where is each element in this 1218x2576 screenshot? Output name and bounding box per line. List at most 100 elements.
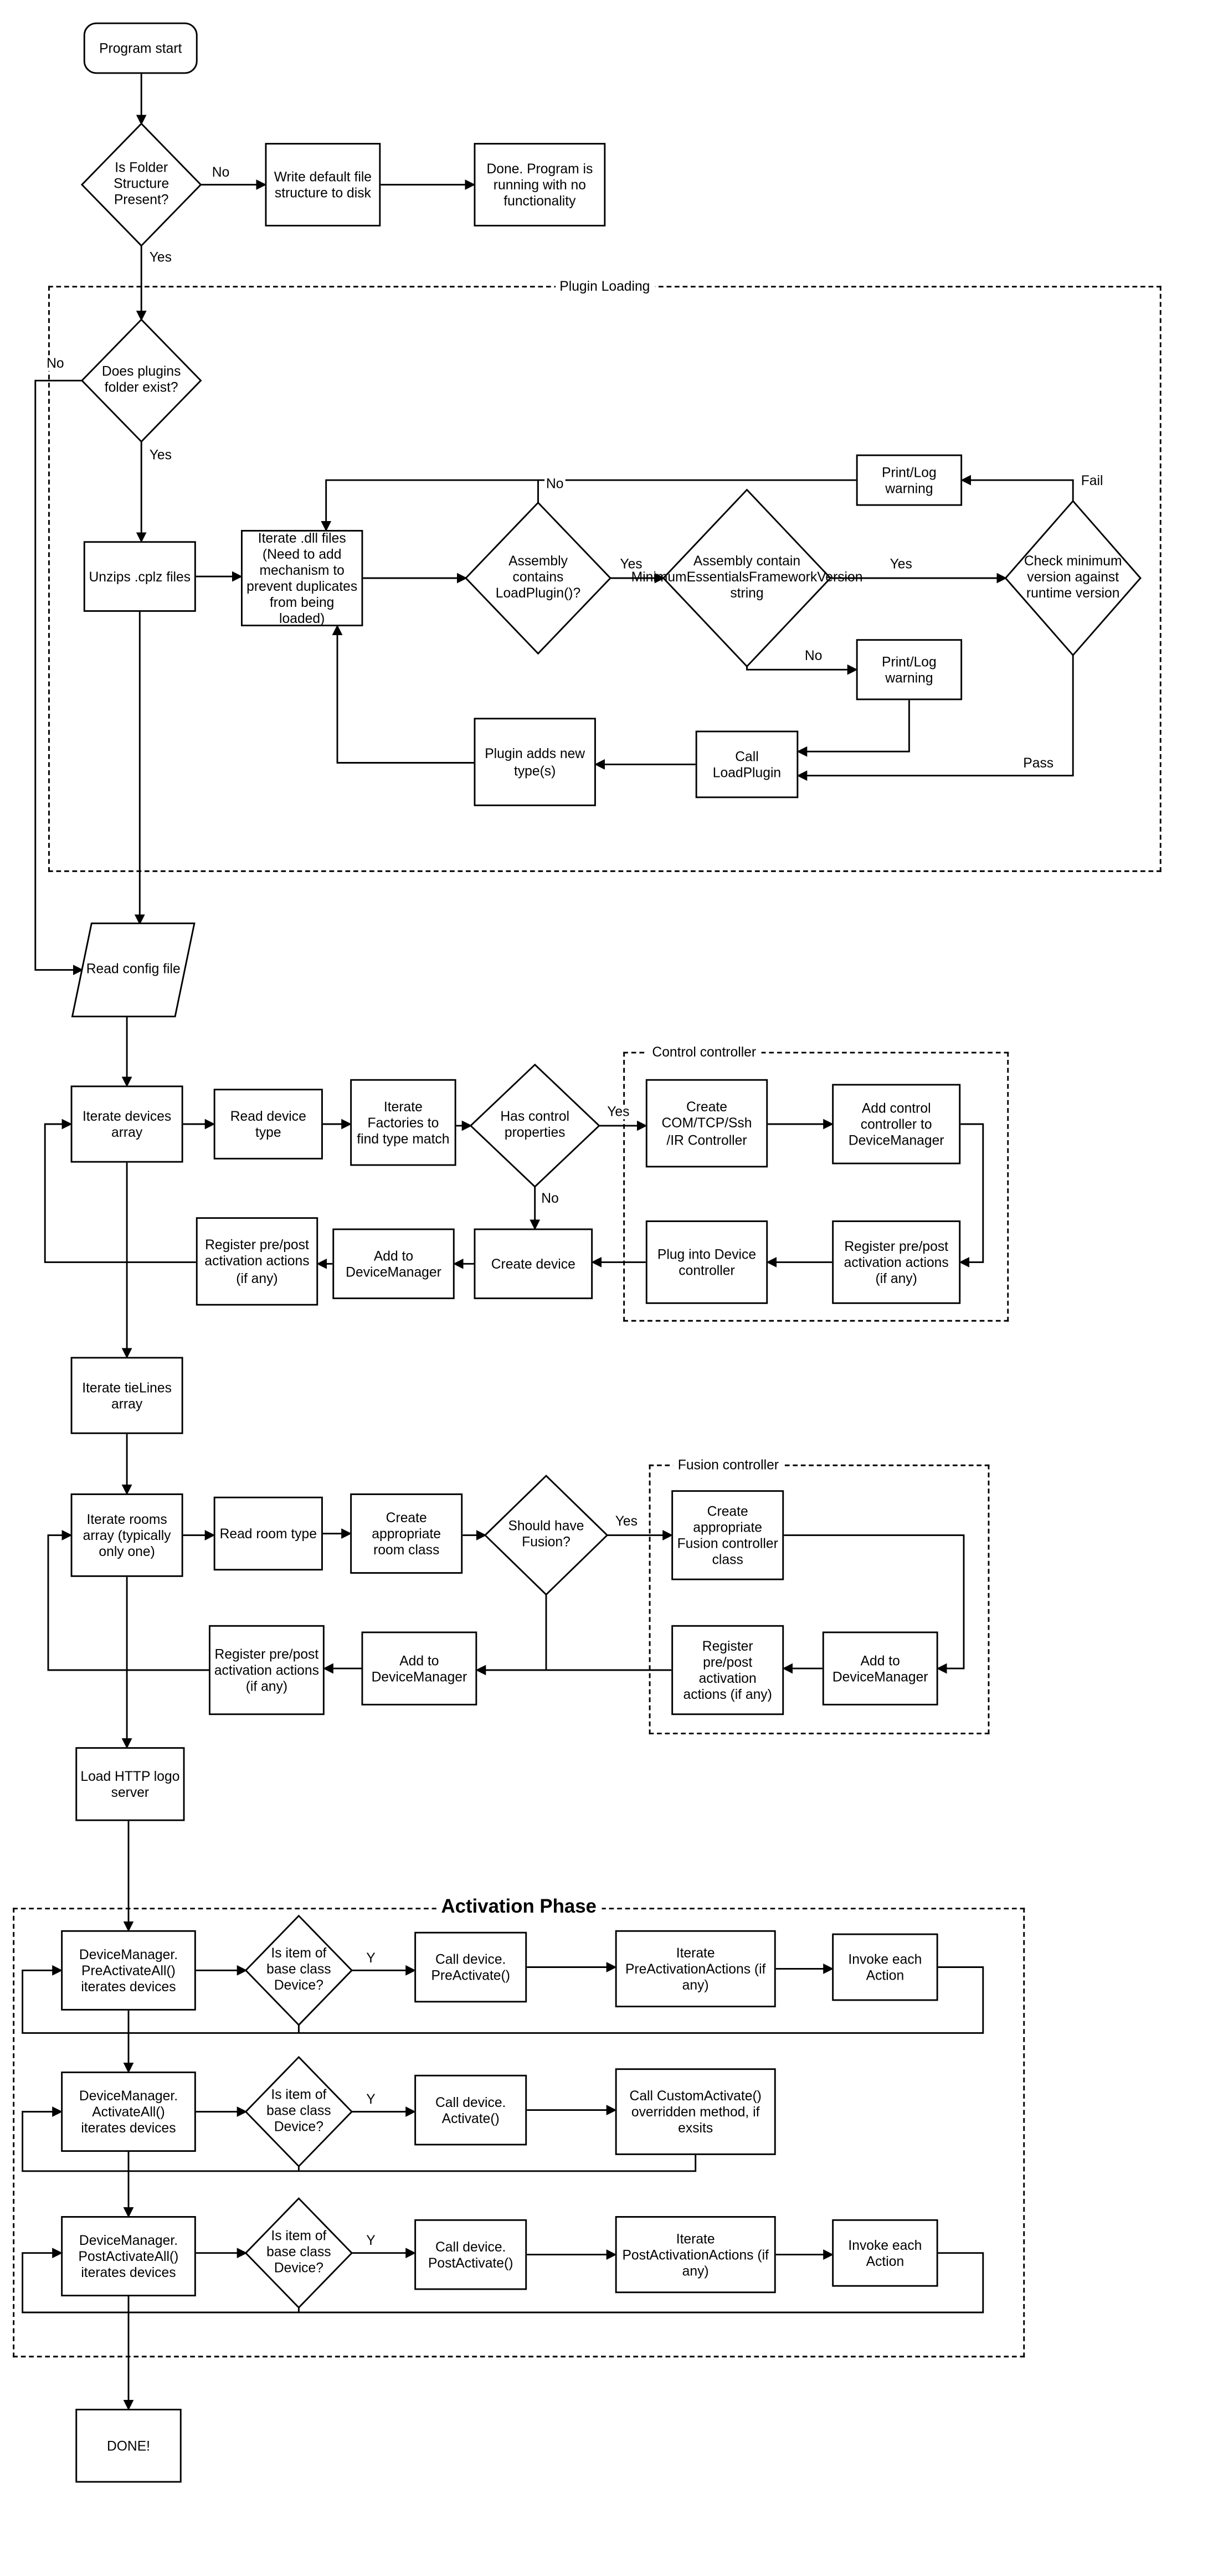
node-register-prepost-device: Register pre/post activation actions (if… xyxy=(196,1217,318,1306)
edge-label-yes-plugins: Yes xyxy=(147,448,173,462)
node-call-device-preactivate: Call device. PreActivate() xyxy=(414,1931,527,2003)
node-read-room-type: Read room type xyxy=(213,1496,323,1571)
edge-invoke1-loop xyxy=(22,1965,984,2034)
node-plugin-adds-new-types: Plugin adds new type(s) xyxy=(474,718,596,806)
decision-plugins-folder xyxy=(80,318,202,443)
group-control-controller-label: Control controller xyxy=(647,1044,761,1060)
decision-shapes xyxy=(71,122,1142,2309)
edge-label-yes-version: Yes xyxy=(888,557,914,571)
decision-has-control xyxy=(469,1063,600,1188)
edge-label-no-control: No xyxy=(539,1192,561,1205)
node-call-loadplugin: Call LoadPlugin xyxy=(695,730,799,798)
group-plugin-loading-label: Plugin Loading xyxy=(554,277,655,295)
node-add-control-controller: Add control controller to DeviceManager xyxy=(832,1084,961,1165)
decision-assembly-loadplugin xyxy=(464,501,612,655)
node-register-prepost-room: Register pre/post activation actions (if… xyxy=(209,1625,325,1715)
decision-base-device-1 xyxy=(244,1914,353,2026)
edge-register-room-loop xyxy=(47,1529,209,1671)
edge-label-pass: Pass xyxy=(1021,756,1056,770)
decision-base-device-3 xyxy=(244,2197,353,2309)
group-activation-phase-label: Activation Phase xyxy=(436,1895,602,1918)
edge-label-yes-loadplugin: Yes xyxy=(618,557,644,571)
node-invoke-each-action-post: Invoke each Action xyxy=(832,2219,938,2287)
node-print-log-warning-mid: Print/Log warning xyxy=(856,639,963,700)
node-done: DONE! xyxy=(75,2409,182,2483)
node-iterate-factories: Iterate Factories to find type match xyxy=(350,1079,456,1166)
edge-invoke2-loop xyxy=(22,2248,984,2314)
node-register-prepost-fusion: Register pre/post activation actions (if… xyxy=(671,1625,784,1715)
node-load-http-logo-server: Load HTTP logo server xyxy=(75,1747,185,1821)
node-write-default-structure: Write default file structure to disk xyxy=(265,143,381,226)
edge-label-yes-folder: Yes xyxy=(147,250,173,265)
shape-read-config-file xyxy=(71,923,196,1018)
node-iterate-postactivationactions: Iterate PostActivationActions (if any) xyxy=(615,2216,776,2294)
decision-check-version-label: Check minimum version against runtime ve… xyxy=(1024,553,1122,601)
node-iterate-devices-array: Iterate devices array xyxy=(70,1085,183,1163)
node-call-customactivate: Call CustomActivate() overridden method,… xyxy=(615,2068,776,2155)
edge-pass-to-call xyxy=(796,655,1074,781)
decision-has-control-label: Has control properties xyxy=(500,1108,570,1140)
edge-label-fail: Fail xyxy=(1079,473,1105,488)
node-plug-into-device-controller: Plug into Device controller xyxy=(645,1220,768,1304)
decision-should-fusion xyxy=(484,1475,609,1596)
decision-base-device-3-label: Is item of base class Device? xyxy=(266,2228,331,2275)
group-activation-phase: Activation Phase xyxy=(13,1895,1025,2358)
decision-assembly-loadplugin-label: Assembly contains LoadPlugin()? xyxy=(495,553,581,601)
edge-fail-to-warning xyxy=(960,475,1074,501)
node-add-to-devicemanager-device: Add to DeviceManager xyxy=(332,1228,455,1300)
edge-label-no-loadplugin: No xyxy=(544,477,566,491)
node-preactivateall: DeviceManager. PreActivateAll() iterates… xyxy=(61,1930,196,2011)
edge-add-to-register-ctrl xyxy=(959,1123,984,1268)
decision-folder-structure xyxy=(80,122,202,247)
group-plugin-loading: Plugin Loading xyxy=(48,277,1162,872)
node-call-device-activate: Call device. Activate() xyxy=(414,2074,527,2146)
node-create-room-class: Create appropriate room class xyxy=(350,1493,463,1574)
node-register-prepost-control: Register pre/post activation actions (if… xyxy=(832,1220,961,1304)
edge-register-dev-loop xyxy=(44,1119,196,1263)
edge-warning-loop xyxy=(321,479,856,532)
decision-check-version xyxy=(1004,499,1142,657)
node-call-device-postactivate: Call device. PostActivate() xyxy=(414,2219,527,2290)
node-iterate-dll-files: Iterate .dll files (Need to add mechanis… xyxy=(241,530,363,626)
edge-create-fusion-to-add-dm xyxy=(784,1534,965,1674)
node-read-config-file-label: Read config file xyxy=(86,960,181,977)
decision-plugins-folder-label: Does plugins folder exist? xyxy=(101,363,181,395)
edge-custom-loop xyxy=(22,2106,697,2172)
node-postactivateall: DeviceManager. PostActivateAll() iterate… xyxy=(61,2216,196,2296)
decision-base-device-2 xyxy=(244,2055,353,2168)
decision-folder-structure-label: Is Folder Structure Present? xyxy=(114,159,169,207)
group-control-controller: Control controller xyxy=(623,1044,1009,1322)
edge-label-y-post: Y xyxy=(364,2234,377,2248)
node-iterate-tielines-array: Iterate tieLines array xyxy=(70,1357,183,1434)
node-done-no-functionality: Done. Program is running with no functio… xyxy=(474,143,606,226)
node-add-to-devicemanager-fusion: Add to DeviceManager xyxy=(822,1631,938,1706)
decision-base-device-1-label: Is item of base class Device? xyxy=(266,1945,331,1993)
edge-plugins-no xyxy=(34,379,84,976)
node-iterate-preactivationactions: Iterate PreActivationActions (if any) xyxy=(615,1930,776,2007)
edge-warning-to-call xyxy=(796,700,910,757)
node-program-start: Program start xyxy=(83,22,198,74)
edge-label-yes-fusion: Yes xyxy=(613,1514,639,1528)
node-print-log-warning-top: Print/Log warning xyxy=(856,454,963,506)
node-read-device-type: Read device type xyxy=(213,1089,323,1160)
edge-label-y-activate: Y xyxy=(364,2093,377,2106)
node-activateall: DeviceManager. ActivateAll() iterates de… xyxy=(61,2072,196,2152)
decision-version-string xyxy=(662,488,832,668)
node-add-to-devicemanager-room: Add to DeviceManager xyxy=(361,1631,477,1706)
edge-plugin-adds-loop xyxy=(332,625,474,764)
edge-label-no-version: No xyxy=(803,649,824,663)
node-create-fusion-controller: Create appropriate Fusion controller cla… xyxy=(671,1490,784,1580)
edge-label-no-plugins: No xyxy=(45,357,66,370)
node-create-device: Create device xyxy=(474,1228,593,1300)
edge-label-no-folder: No xyxy=(210,166,232,179)
node-iterate-rooms-array: Iterate rooms array (typically only one) xyxy=(70,1493,183,1577)
decision-should-fusion-label: Should have Fusion? xyxy=(508,1518,584,1550)
group-fusion-controller-label: Fusion controller xyxy=(673,1456,784,1473)
edge-label-y-pre: Y xyxy=(364,1951,377,1965)
decision-base-device-2-label: Is item of base class Device? xyxy=(266,2086,331,2134)
node-invoke-each-action-pre: Invoke each Action xyxy=(832,1933,938,2001)
decision-version-string-label: Assembly contain MinimumEssentialsFramew… xyxy=(631,553,863,601)
node-create-com-tcp-ssh-ir-controller: Create COM/TCP/Ssh /IR Controller xyxy=(645,1079,768,1168)
